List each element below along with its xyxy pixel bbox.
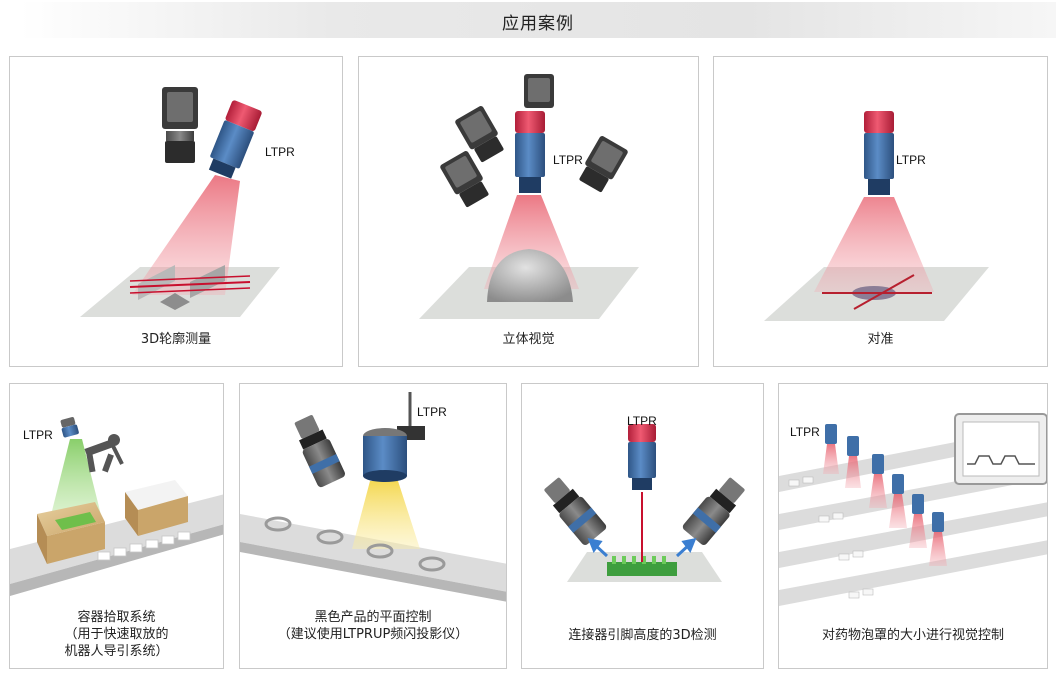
monitor-icon (954, 413, 1047, 485)
card-flatness-control: LTPR 黑色产品的平面控制 （建议使用LTPRUP频闪投影仪） (239, 383, 507, 669)
camera-icon (825, 424, 944, 532)
blister-cells (788, 476, 874, 599)
projector-icon (363, 392, 425, 482)
caption-line: 黑色产品的平面控制 (314, 610, 432, 625)
illustration-connector-pin (544, 424, 745, 582)
card-caption: 对准 (714, 331, 1047, 348)
ltpr-sensor-icon (515, 111, 545, 193)
product-rings (264, 516, 446, 572)
camera-icon (294, 415, 346, 488)
card-caption: 3D轮廓测量 (10, 331, 342, 348)
ltpr-sensor-icon (208, 100, 262, 179)
camera-icon (162, 87, 198, 163)
caption-line: 容器拾取系统 (77, 610, 156, 625)
box-left (37, 502, 105, 564)
illustration-stereo-vision (419, 74, 639, 319)
sensor-label: LTPR (790, 425, 820, 439)
caption-line: （用于快速取放的 (64, 627, 169, 642)
sensor-label: LTPR (23, 428, 53, 442)
caption-line: 立体视觉 (502, 332, 555, 347)
card-blister-control: LTPR 对药物泡罩的大小进行视觉控制 (778, 383, 1048, 669)
illustration-3d-profile (80, 87, 280, 317)
caption-line: 对药物泡罩的大小进行视觉控制 (821, 628, 1004, 643)
camera-icon (455, 106, 504, 163)
light-beam (50, 439, 102, 519)
card-caption: 黑色产品的平面控制 （建议使用LTPRUP频闪投影仪） (240, 609, 506, 643)
sensor-label: LTPR (417, 405, 447, 419)
camera-icon (524, 74, 554, 108)
illustration-flatness-control (240, 392, 506, 602)
conveyor-belt (240, 514, 506, 592)
box-right (125, 480, 188, 536)
card-alignment: LTPR 对准 (713, 56, 1048, 367)
sensor-label: LTPR (553, 153, 583, 167)
section-header: 应用案例 (20, 2, 1056, 38)
caption-line: 机器人导引系统） (64, 644, 169, 659)
card-stereo-vision: LTPR 立体视觉 (358, 56, 699, 367)
caption-line: 连接器引脚高度的3D检测 (568, 628, 717, 643)
card-caption: 立体视觉 (359, 331, 698, 348)
profiled-part (129, 265, 251, 310)
ltpr-sensor-icon (628, 424, 656, 490)
card-3d-profile-measurement: LTPR 3D轮廓测量 (9, 56, 343, 367)
ltpr-sensor-icon (60, 417, 79, 438)
robot-gripper-icon (84, 434, 124, 473)
arrow-icon (587, 537, 697, 558)
card-connector-pin-inspection: LTPR 连接器引脚高度的3D检测 (521, 383, 764, 669)
dome-object (487, 249, 573, 302)
sensor-label: LTPR (627, 414, 657, 428)
camera-icon (440, 151, 489, 208)
light-beams (823, 444, 947, 566)
laser-fan (814, 197, 934, 292)
ltpr-sensor-icon (864, 111, 894, 195)
illustration-blister-control (779, 413, 1047, 606)
sensor-label: LTPR (265, 145, 295, 159)
camera-icon (682, 477, 745, 545)
pcb-board (607, 562, 677, 576)
card-caption: 连接器引脚高度的3D检测 (522, 627, 763, 644)
illustration-bin-picking (10, 417, 223, 596)
section-title: 应用案例 (502, 14, 574, 34)
laser-fan (132, 175, 240, 295)
caption-line: 3D轮廓测量 (140, 332, 212, 347)
sensor-label: LTPR (896, 153, 926, 167)
light-beam (352, 481, 420, 549)
camera-icon (579, 136, 628, 193)
card-bin-picking: LTPR 容器拾取系统 （用于快速取放的 机器人导引系统） (9, 383, 224, 669)
caption-line: 对准 (867, 332, 894, 347)
caption-line: （建议使用LTPRUP频闪投影仪） (277, 627, 469, 642)
card-caption: 对药物泡罩的大小进行视觉控制 (779, 627, 1047, 644)
card-caption: 容器拾取系统 （用于快速取放的 机器人导引系统） (10, 609, 223, 660)
illustration-alignment (764, 111, 989, 321)
camera-icon (544, 477, 607, 545)
